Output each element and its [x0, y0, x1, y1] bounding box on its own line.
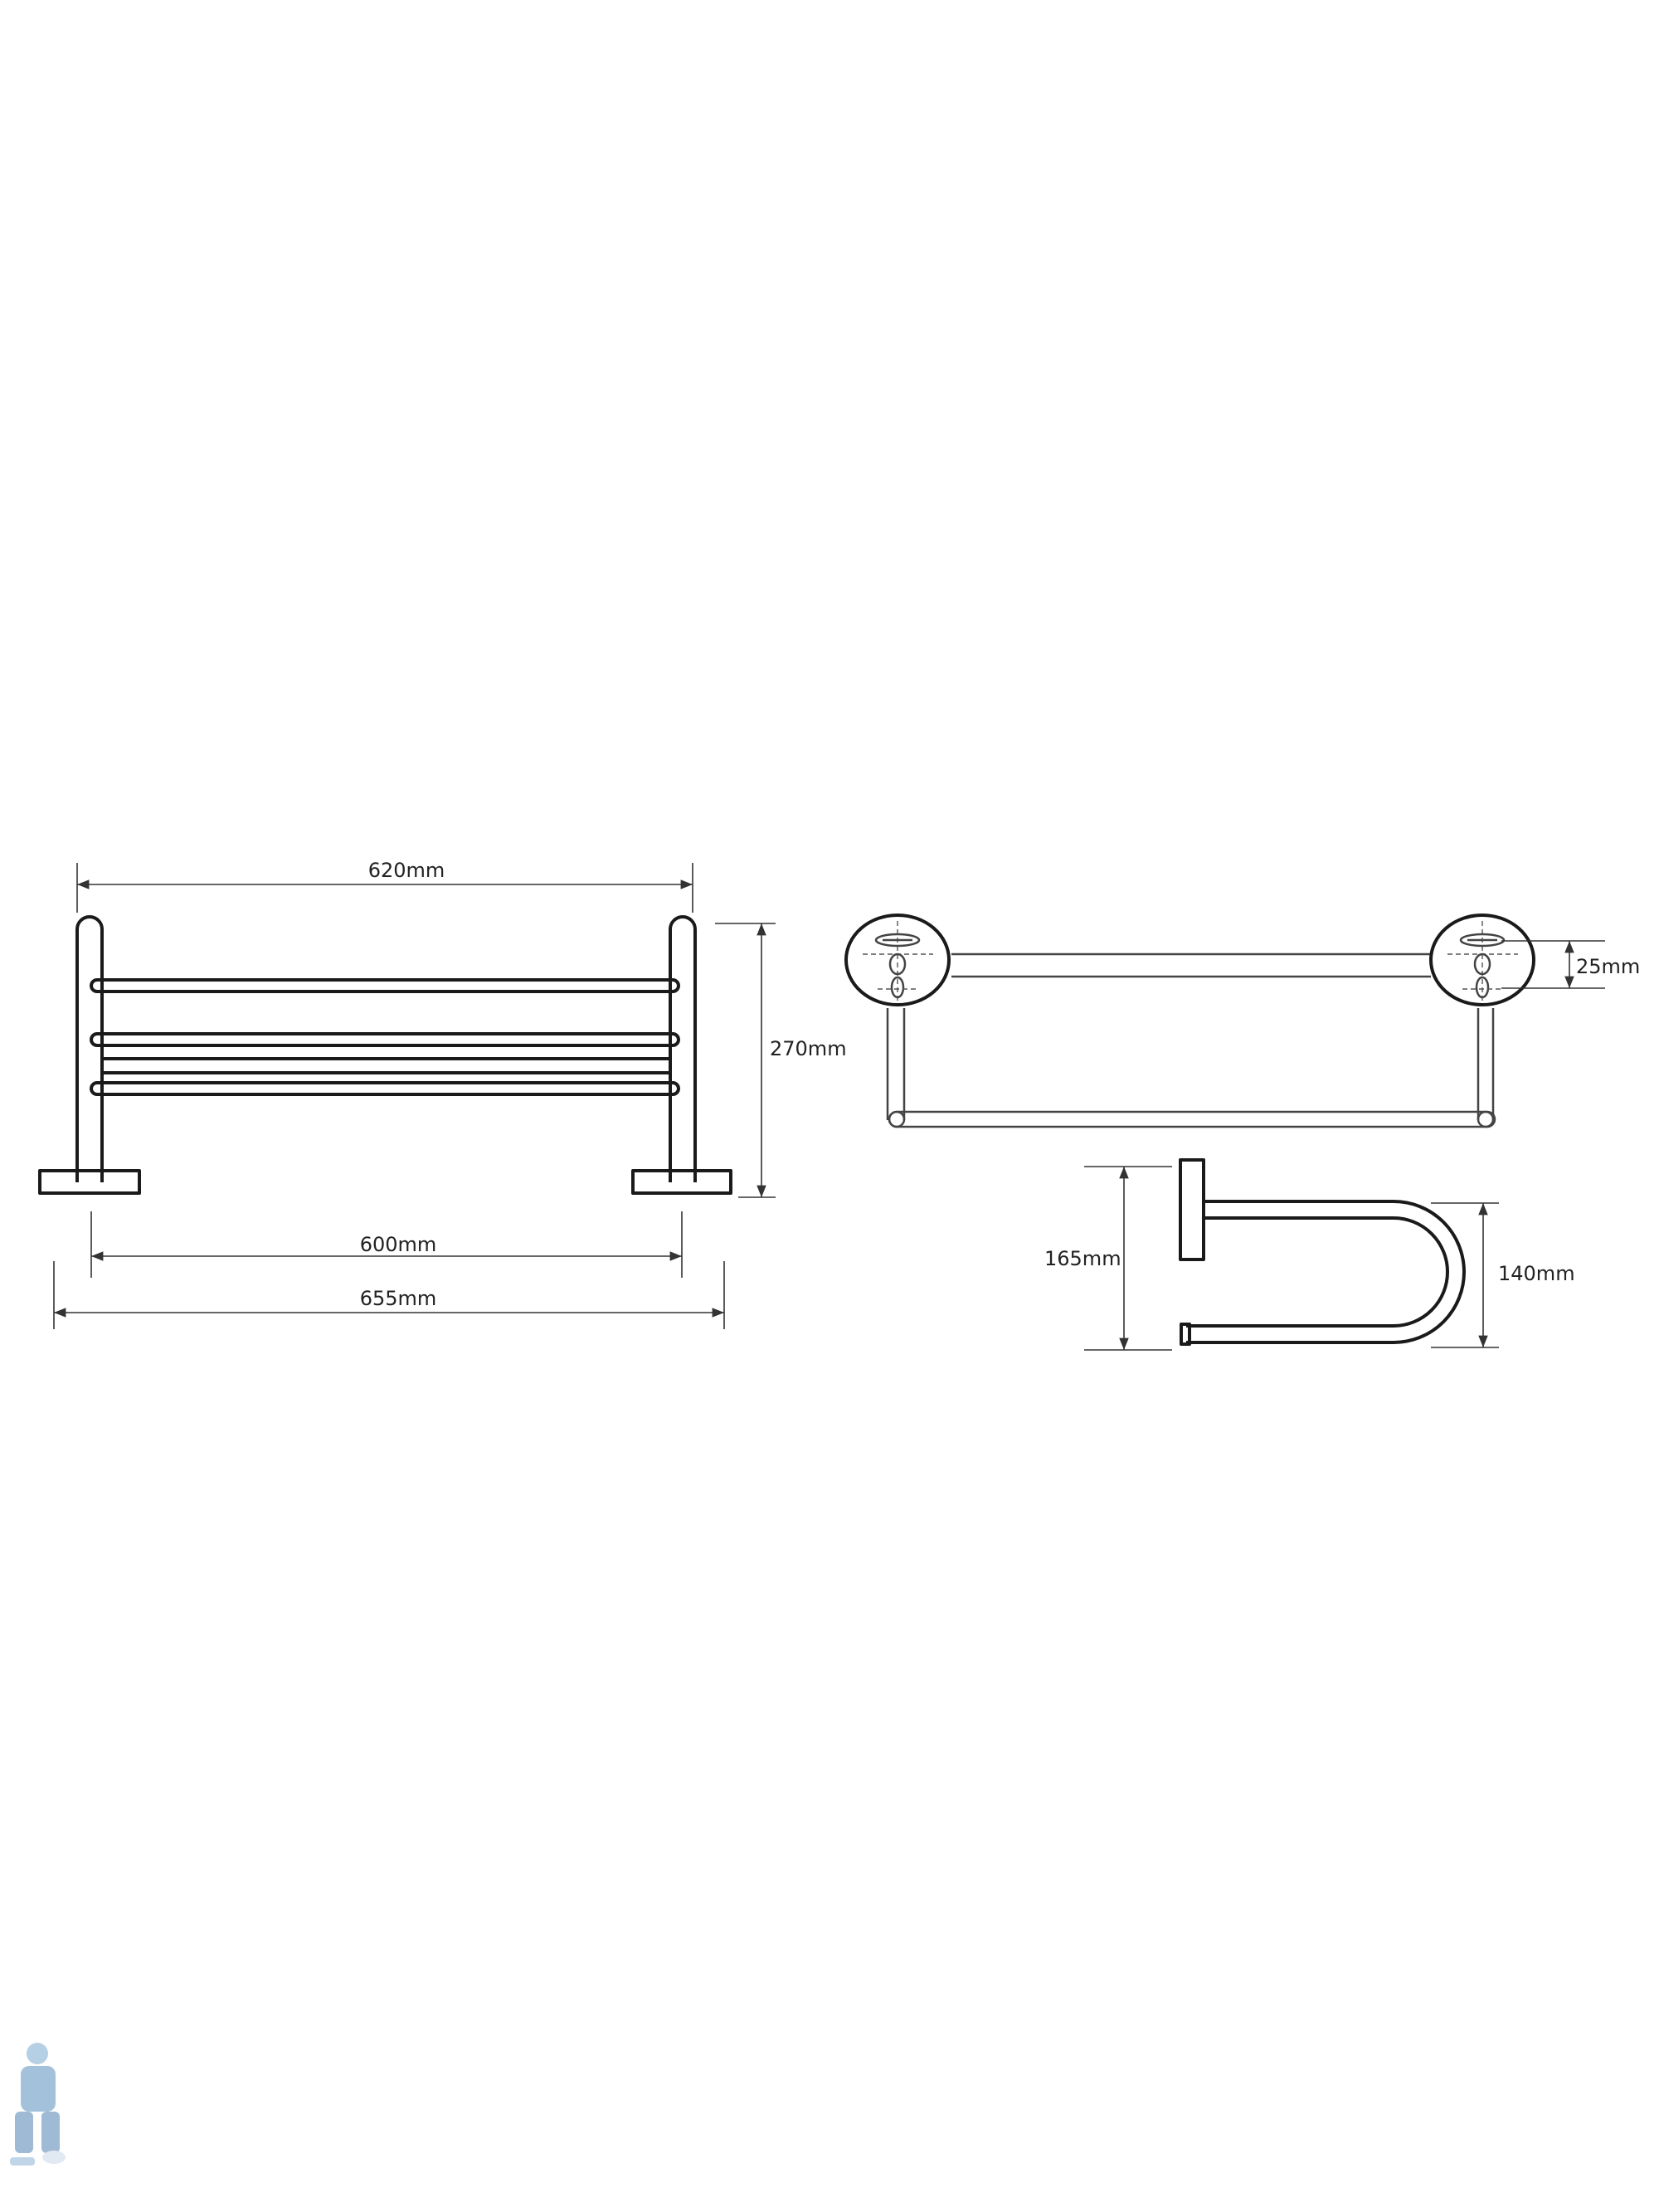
dim-600mm: 600mm [360, 1233, 437, 1256]
left-mounting-plate [844, 914, 951, 1006]
right-mounting-plate [1429, 914, 1535, 1006]
plumber-mascot-icon [10, 2043, 66, 2166]
rail-middle [90, 1032, 680, 1047]
side-view: 165mm 140mm [1044, 1158, 1575, 1351]
side-rail-end-cap [1180, 1323, 1191, 1346]
side-wall-plate [1179, 1158, 1205, 1261]
dim-25mm: 25mm [1576, 955, 1640, 978]
rail-lower [90, 1081, 680, 1096]
dim-140mm: 140mm [1498, 1262, 1575, 1285]
side-rail [1186, 1200, 1466, 1344]
dim-270mm: 270mm [770, 1037, 847, 1060]
dim-620mm: 620mm [368, 859, 445, 882]
top-front-bar [888, 1110, 1496, 1128]
left-post [75, 915, 104, 1182]
right-post [669, 915, 697, 1182]
dim-655mm: 655mm [360, 1287, 437, 1310]
rail-top [90, 978, 680, 993]
left-foot [38, 1169, 141, 1195]
front-view: 620mm 270mm 600mm 655mm [38, 859, 847, 1329]
top-view: 25mm [844, 914, 1640, 1128]
dim-165mm: 165mm [1044, 1247, 1121, 1270]
right-foot [631, 1169, 732, 1195]
